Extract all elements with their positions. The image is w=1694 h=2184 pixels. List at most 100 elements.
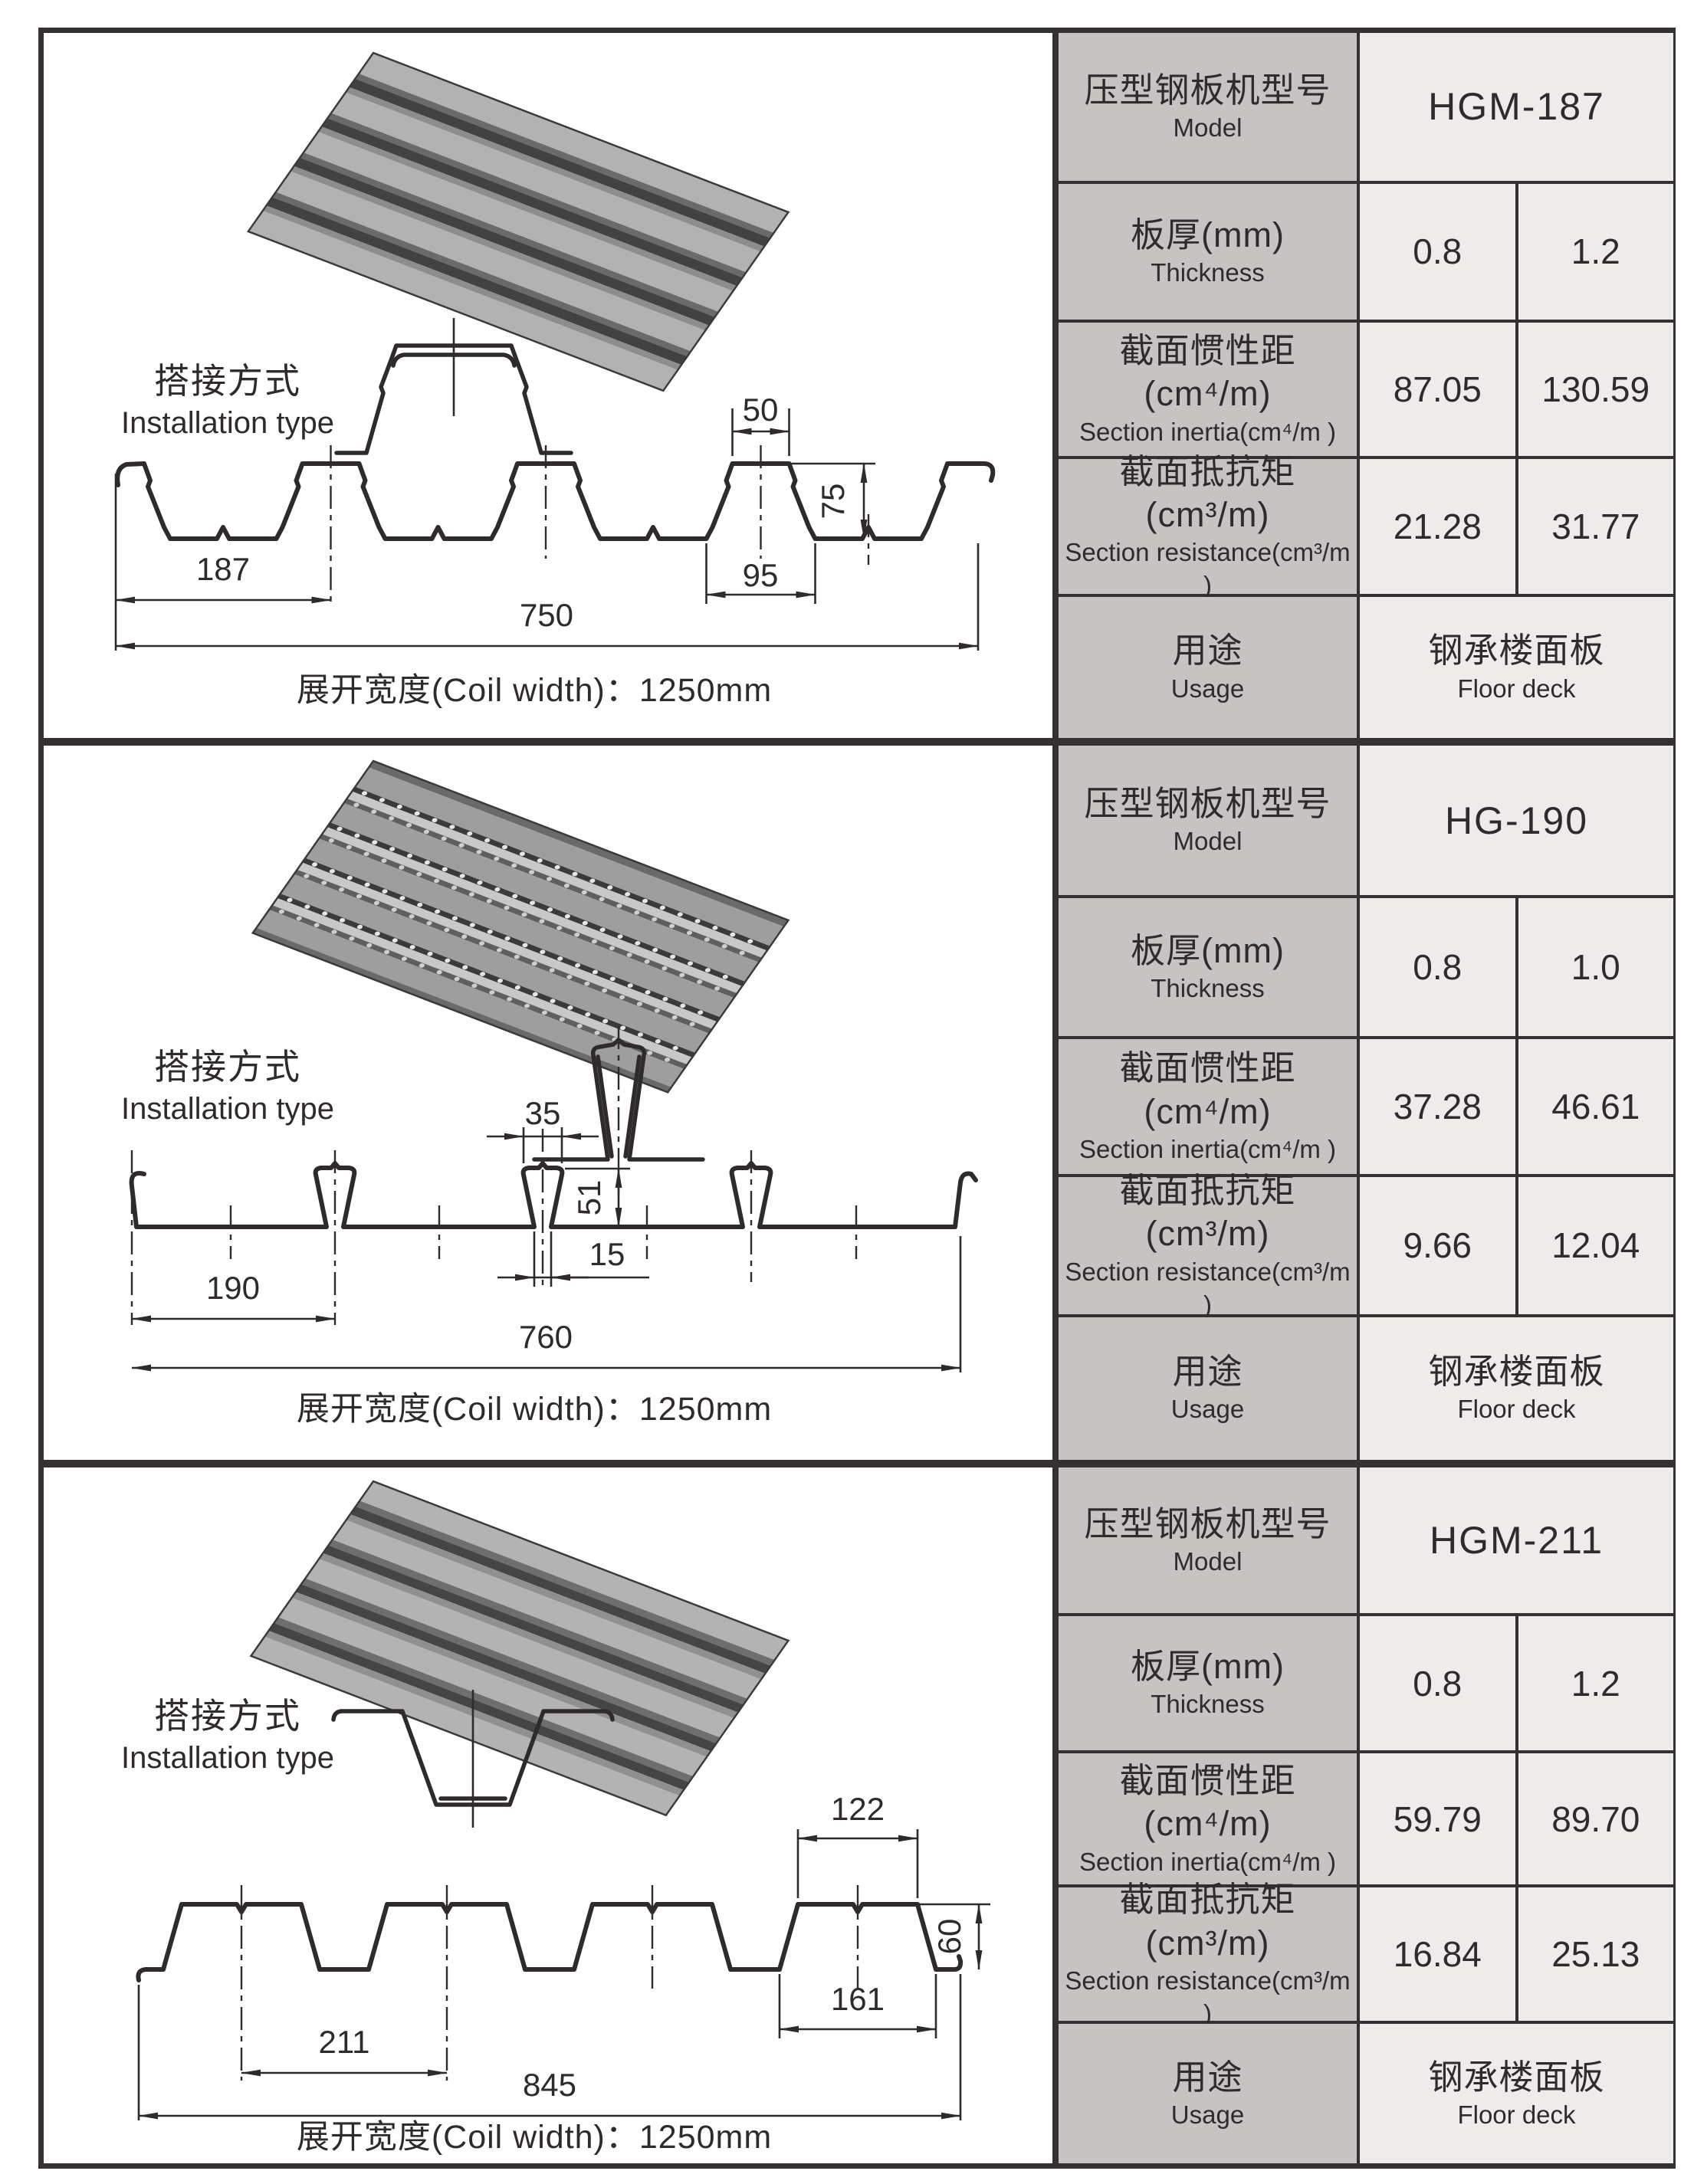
thickness-label-en: Thickness [1151,1690,1265,1719]
install-label-cn: 搭接方式 [154,361,301,401]
resistance-value-2: 12.04 [1518,1176,1673,1314]
drawing-pane-hgm187: 搭接方式 Installation type [44,33,1052,738]
thickness-label-cn: 板厚(mm) [1131,930,1285,970]
thickness-1: 0.8 [1413,1663,1463,1704]
resistance-2: 12.04 [1551,1225,1640,1266]
dim-bottom: 95 [743,557,779,593]
usage-label-en: Usage [1170,1395,1245,1424]
spec-table-hgm211: 压型钢板机型号 Model HGM-211 板厚(mm) Thickness 0… [1052,1467,1673,2163]
inertia-label-cell: 截面惯性距(cm⁴/m) Section inertia(cm⁴/m ) [1059,323,1360,456]
inertia-value-2: 89.70 [1518,1753,1673,1885]
usage-value-en: Floor deck [1457,2100,1576,2129]
usage-label-cn: 用途 [1172,631,1243,671]
usage-label-en: Usage [1170,674,1245,703]
resistance-label-cn: 截面抵抗矩(cm³/m) [1119,1171,1296,1254]
model-value: HG-190 [1444,799,1589,842]
thickness-label-cell: 板厚(mm) Thickness [1059,183,1360,320]
usage-value-cn: 钢承楼面板 [1428,2057,1605,2097]
model-label-cell: 压型钢板机型号 Model [1059,33,1360,181]
inertia-2: 46.61 [1551,1086,1640,1126]
inertia-value-1: 59.79 [1360,1753,1518,1885]
resistance-label-cell: 截面抵抗矩(cm³/m) Section resistance(cm³/m ) [1059,1880,1360,2028]
inertia-label-en: Section inertia(cm⁴/m ) [1078,1847,1337,1876]
inertia-label-cn: 截面惯性距(cm⁴/m) [1119,1048,1296,1131]
drawing-pane-hgm211: 搭接方式 Installation type [44,1467,1052,2163]
install-label-en: Installation type [121,1741,334,1775]
resistance-label-cell: 截面抵抗矩(cm³/m) Section resistance(cm³/m ) [1059,452,1360,599]
thickness-2: 1.2 [1571,1663,1620,1704]
resistance-value-1: 9.66 [1360,1176,1518,1314]
inertia-label-en: Section inertia(cm⁴/m ) [1078,417,1337,446]
row-model: 压型钢板机型号 Model HGM-211 [1059,1467,1673,1617]
dim-top: 35 [525,1095,561,1131]
thickness-label-en: Thickness [1151,973,1265,1002]
model-value-cell: HG-190 [1360,746,1673,896]
usage-value-cn: 钢承楼面板 [1428,631,1605,671]
row-resistance: 截面抵抗矩(cm³/m) Section resistance(cm³/m ) … [1059,1880,1673,2028]
inertia-1: 37.28 [1393,1086,1482,1126]
deck-3d-view [251,759,790,1094]
dim-total: 845 [523,2067,576,2103]
row-model: 压型钢板机型号 Model HGM-187 [1059,33,1673,184]
dim-total: 750 [520,597,573,633]
inertia-label-cell: 截面惯性距(cm⁴/m) Section inertia(cm⁴/m ) [1059,1039,1360,1174]
thickness-value-1: 0.8 [1360,183,1518,320]
model-label-en: Model [1173,1546,1243,1576]
thickness-label-cn: 板厚(mm) [1131,1647,1285,1687]
resistance-1: 16.84 [1393,1934,1482,1975]
install-label-en: Installation type [121,406,334,440]
dim-pitch: 190 [206,1270,260,1306]
resistance-1: 21.28 [1393,506,1482,546]
inertia-2: 130.59 [1541,369,1650,409]
coil-width-note: 展开宽度(Coil width)：1250mm [297,672,772,709]
dim-total: 760 [519,1319,573,1355]
model-label-en: Model [1173,113,1243,143]
row-inertia: 截面惯性距(cm⁴/m) Section inertia(cm⁴/m ) 87.… [1059,323,1673,459]
thickness-2: 1.2 [1571,231,1620,272]
usage-label-cn: 用途 [1172,2057,1243,2097]
inertia-value-2: 46.61 [1518,1039,1673,1174]
thickness-label-cell: 板厚(mm) Thickness [1059,898,1360,1037]
install-label-en: Installation type [121,1092,334,1126]
model-value: HGM-211 [1429,1519,1604,1563]
model-label-cell: 压型钢板机型号 Model [1059,746,1360,896]
row-inertia: 截面惯性距(cm⁴/m) Section inertia(cm⁴/m ) 37.… [1059,1039,1673,1177]
installation-diagram [334,318,573,455]
row-model: 压型钢板机型号 Model HG-190 [1059,746,1673,899]
resistance-label-en: Section resistance(cm³/m ) [1065,538,1351,600]
row-usage: 用途 Usage 钢承楼面板 Floor deck [1059,596,1673,738]
model-value-cell: HGM-211 [1360,1467,1673,1614]
inertia-1: 59.79 [1393,1799,1482,1839]
thickness-label-en: Thickness [1151,258,1265,287]
usage-value-cell: 钢承楼面板 Floor deck [1360,1317,1673,1460]
inertia-label-cn: 截面惯性距(cm⁴/m) [1119,331,1296,414]
dim-bottom: 161 [831,1981,885,2017]
row-inertia: 截面惯性距(cm⁴/m) Section inertia(cm⁴/m ) 59.… [1059,1753,1673,1888]
resistance-value-2: 25.13 [1518,1887,1673,2022]
install-label-cn: 搭接方式 [154,1047,301,1087]
dim-top: 122 [831,1791,885,1827]
row-thickness: 板厚(mm) Thickness 0.8 1.0 [1059,898,1673,1040]
dim-height: 51 [571,1180,607,1216]
dim-height: 75 [815,484,851,520]
resistance-value-2: 31.77 [1518,458,1673,594]
dim-pitch: 211 [319,2024,370,2060]
usage-label-en: Usage [1170,2100,1245,2129]
diagram-svg-hg190: 搭接方式 Installation type [121,759,978,1428]
model-label-en: Model [1173,827,1243,856]
drawing-pane-hg190: 搭接方式 Installation type [44,746,1052,1460]
usage-label-cell: 用途 Usage [1059,596,1360,738]
usage-value-cn: 钢承楼面板 [1428,1352,1605,1392]
profile-drawing: 187 750 50 95 75 [114,392,996,651]
resistance-1: 9.66 [1403,1225,1472,1266]
inertia-1: 87.05 [1393,369,1482,409]
deck-3d-view [246,51,790,392]
resistance-label-en: Section resistance(cm³/m ) [1065,1966,1351,2028]
thickness-value-2: 1.0 [1518,898,1673,1037]
installation-diagram [331,1690,615,1828]
section-divider-1 [38,738,1676,746]
thickness-label-cell: 板厚(mm) Thickness [1059,1616,1360,1751]
section-hgm187: 搭接方式 Installation type [44,33,1673,738]
inertia-value-2: 130.59 [1518,323,1673,456]
